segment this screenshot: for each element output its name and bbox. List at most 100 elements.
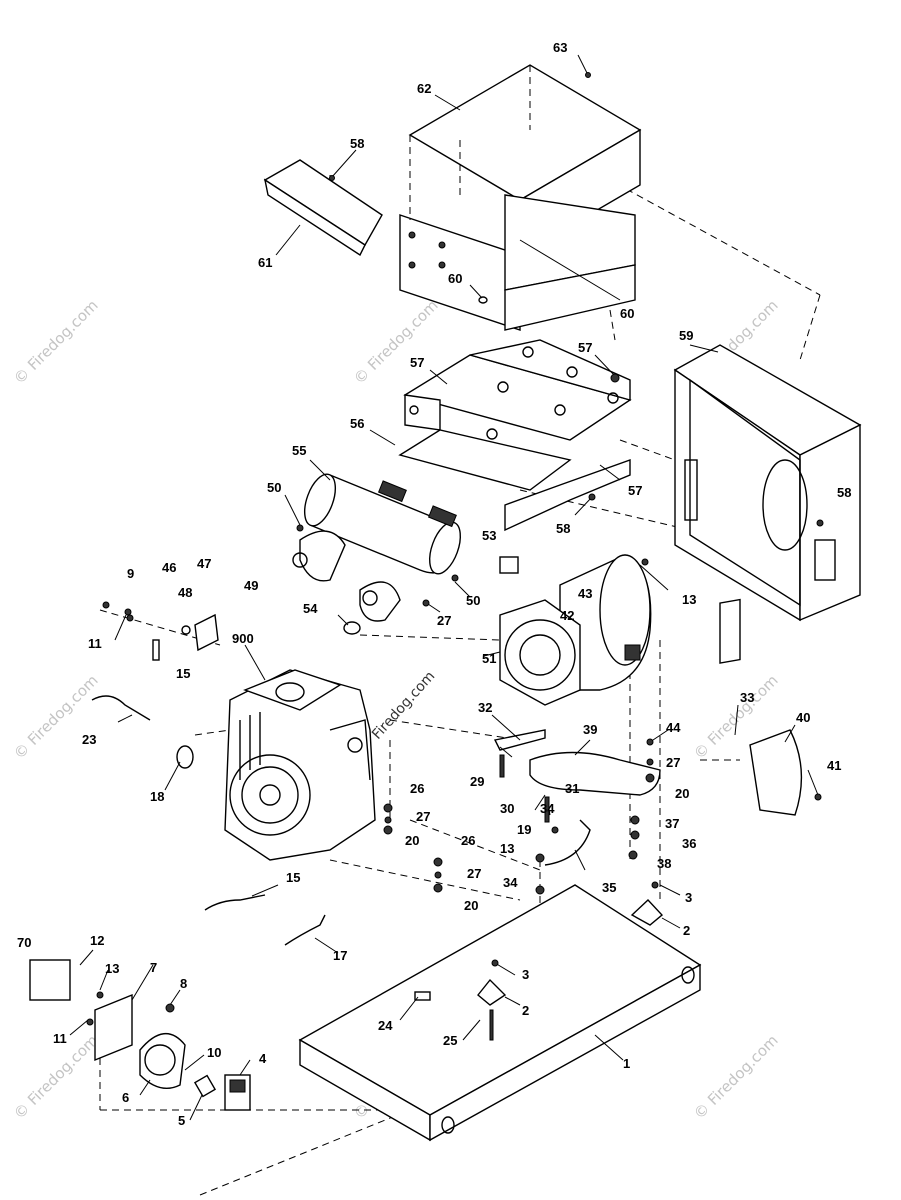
- callout-58b: 58: [556, 521, 570, 536]
- callout-13b: 13: [500, 841, 514, 856]
- callout-26: 26: [410, 781, 424, 796]
- callout-40: 40: [796, 710, 810, 725]
- callout-900: 900: [232, 631, 254, 646]
- callout-43: 43: [578, 586, 592, 601]
- callouts: 63 62 58 61 60 60 59 57 57 56 55 57 58 5…: [17, 40, 851, 1128]
- lead-part-15: [204, 894, 266, 911]
- callout-48: 48: [178, 585, 192, 600]
- callout-2: 2: [683, 923, 690, 938]
- callout-27c: 27: [416, 809, 430, 824]
- callout-42: 42: [560, 608, 574, 623]
- callout-38: 38: [657, 856, 671, 871]
- gasket-part-18: [176, 745, 194, 769]
- callout-37: 37: [665, 816, 679, 831]
- mount-part-2: [477, 899, 664, 1006]
- callout-3b: 3: [522, 967, 529, 982]
- callout-56: 56: [350, 416, 364, 431]
- base-frame-part-1: [298, 884, 702, 1142]
- callout-51: 51: [482, 651, 496, 666]
- watermark: © Firedog.com: [690, 1031, 782, 1123]
- callout-2b: 2: [522, 1003, 529, 1018]
- callout-29: 29: [470, 774, 484, 789]
- callout-5: 5: [178, 1113, 185, 1128]
- callout-20b: 20: [405, 833, 419, 848]
- callout-49: 49: [244, 578, 258, 593]
- callout-27: 27: [437, 613, 451, 628]
- callout-60b: 60: [620, 306, 634, 321]
- lead-part-17: [284, 914, 326, 946]
- callout-54: 54: [303, 601, 318, 616]
- watermark-center: Firedog.com: [369, 668, 438, 742]
- label-part-70: [29, 959, 71, 1001]
- callout-7: 7: [150, 960, 157, 975]
- callout-59: 59: [679, 328, 693, 343]
- callout-10: 10: [207, 1045, 221, 1060]
- callout-31: 31: [565, 781, 579, 796]
- callout-6: 6: [122, 1090, 129, 1105]
- bracket-part-49: [152, 613, 219, 661]
- watermark: © Firedog.com: [10, 296, 102, 388]
- alternator-part-51: [499, 554, 652, 706]
- callout-11b: 11: [53, 1031, 67, 1046]
- callout-3: 3: [685, 890, 692, 905]
- callout-9: 9: [127, 566, 134, 581]
- callout-39: 39: [583, 722, 597, 737]
- regulator-part-6: [139, 1033, 186, 1089]
- fitting-part-5: [193, 1074, 217, 1098]
- muffler-part-55: [292, 473, 462, 622]
- callout-36: 36: [682, 836, 696, 851]
- callout-20c: 20: [464, 898, 478, 913]
- callout-12: 12: [90, 933, 104, 948]
- callout-35: 35: [602, 880, 616, 895]
- callout-41: 41: [827, 758, 841, 773]
- callout-34: 34: [540, 801, 555, 816]
- hose-part-23: [91, 695, 151, 721]
- callout-61: 61: [258, 255, 272, 270]
- callout-55: 55: [292, 443, 306, 458]
- grille-part-33: [719, 598, 741, 664]
- callout-58: 58: [350, 136, 364, 151]
- callout-15b: 15: [286, 870, 300, 885]
- bracket-part-7: [94, 993, 133, 1062]
- callout-26b: 26: [461, 833, 475, 848]
- callout-18: 18: [150, 789, 164, 804]
- callout-46: 46: [162, 560, 176, 575]
- top-enclosure-part-62: [399, 64, 642, 331]
- callout-57b: 57: [578, 340, 592, 355]
- callout-60: 60: [448, 271, 462, 286]
- hardware-fasteners: [86, 72, 824, 1041]
- callout-53: 53: [482, 528, 496, 543]
- callout-19: 19: [517, 822, 531, 837]
- callout-27d: 27: [467, 866, 481, 881]
- watermark: © Firedog.com: [350, 296, 442, 388]
- deflector-part-61: [263, 159, 383, 257]
- callout-13c: 13: [105, 961, 119, 976]
- callout-11: 11: [88, 636, 102, 651]
- callout-62: 62: [417, 81, 431, 96]
- callout-20: 20: [675, 786, 689, 801]
- callout-30: 30: [500, 801, 514, 816]
- harness-part-35: [544, 819, 591, 866]
- callout-34b: 34: [503, 875, 518, 890]
- callout-32: 32: [478, 700, 492, 715]
- plate-part-39: [529, 751, 661, 796]
- engine-part-900: [224, 669, 376, 861]
- callout-17: 17: [333, 948, 347, 963]
- roof-panel-part-57: [403, 339, 632, 441]
- callout-57c: 57: [628, 483, 642, 498]
- watermark: © Firedog.com: [10, 671, 102, 763]
- callout-33: 33: [740, 690, 754, 705]
- callout-58c: 58: [837, 485, 851, 500]
- callout-25: 25: [443, 1033, 457, 1048]
- label-part-53: [499, 556, 519, 574]
- side-panel-part-59: [673, 344, 862, 622]
- callout-13: 13: [682, 592, 696, 607]
- callout-23: 23: [82, 732, 96, 747]
- callout-50: 50: [267, 480, 281, 495]
- callout-24: 24: [378, 1018, 393, 1033]
- roof-panel-part-56: [398, 429, 631, 532]
- callout-70: 70: [17, 935, 31, 950]
- callout-57: 57: [410, 355, 424, 370]
- callout-15: 15: [176, 666, 190, 681]
